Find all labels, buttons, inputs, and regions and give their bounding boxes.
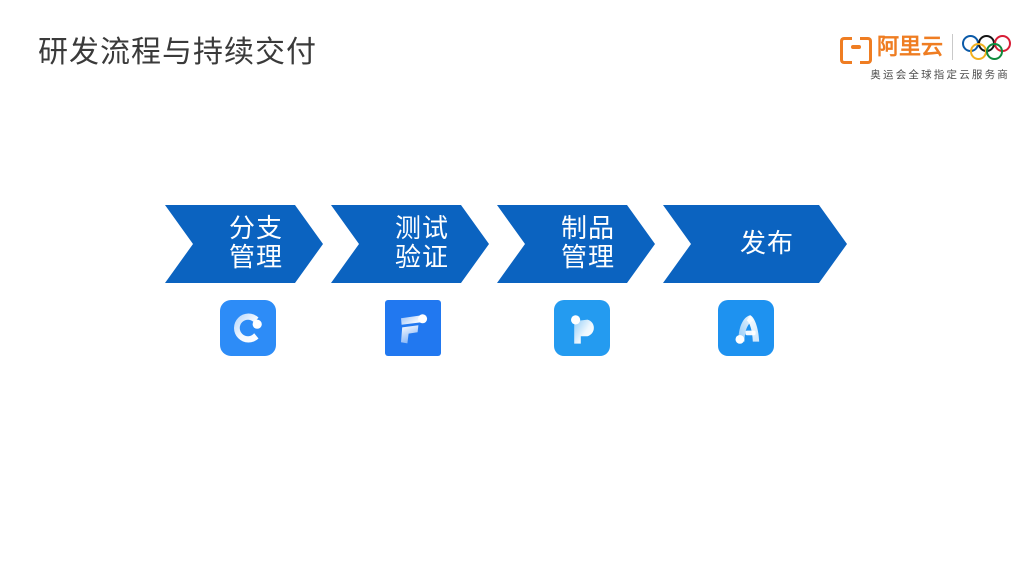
flow-step-1[interactable]: 分支 管理: [165, 205, 323, 283]
olympic-rings-icon: [962, 33, 1024, 61]
brand-logo-block: 阿里云 奥运会全球指定云服务商: [840, 30, 1012, 92]
packages-p-icon[interactable]: [554, 300, 610, 356]
brand-name: 阿里云: [877, 34, 944, 59]
flow-step-2-label: 测试 验证: [394, 214, 449, 272]
process-flow: 分支 管理 测试 验证 制品 管理 发布: [165, 205, 847, 283]
flow-f-icon[interactable]: [385, 300, 441, 356]
codeup-c-icon[interactable]: [220, 300, 276, 356]
alibaba-cloud-bracket-icon: [840, 36, 872, 64]
flow-step-4-label: 发布: [739, 228, 794, 258]
appstack-a-icon[interactable]: [718, 300, 774, 356]
flow-step-4[interactable]: 发布: [663, 205, 847, 283]
flow-step-1-label: 分支 管理: [228, 214, 283, 272]
product-icon-row: [165, 300, 847, 360]
flow-step-3-label: 制品 管理: [560, 214, 615, 272]
flow-step-2[interactable]: 测试 验证: [331, 205, 489, 283]
page-title: 研发流程与持续交付: [38, 36, 317, 69]
brand-subtitle: 奥运会全球指定云服务商: [870, 69, 1010, 81]
brand-divider: [952, 34, 954, 60]
flow-step-3[interactable]: 制品 管理: [497, 205, 655, 283]
ring-yellow-icon: [970, 43, 988, 60]
alibaba-cloud-logo: 阿里云: [840, 34, 944, 64]
ring-green-icon: [986, 43, 1004, 60]
brand-row: 阿里云: [840, 30, 1012, 64]
